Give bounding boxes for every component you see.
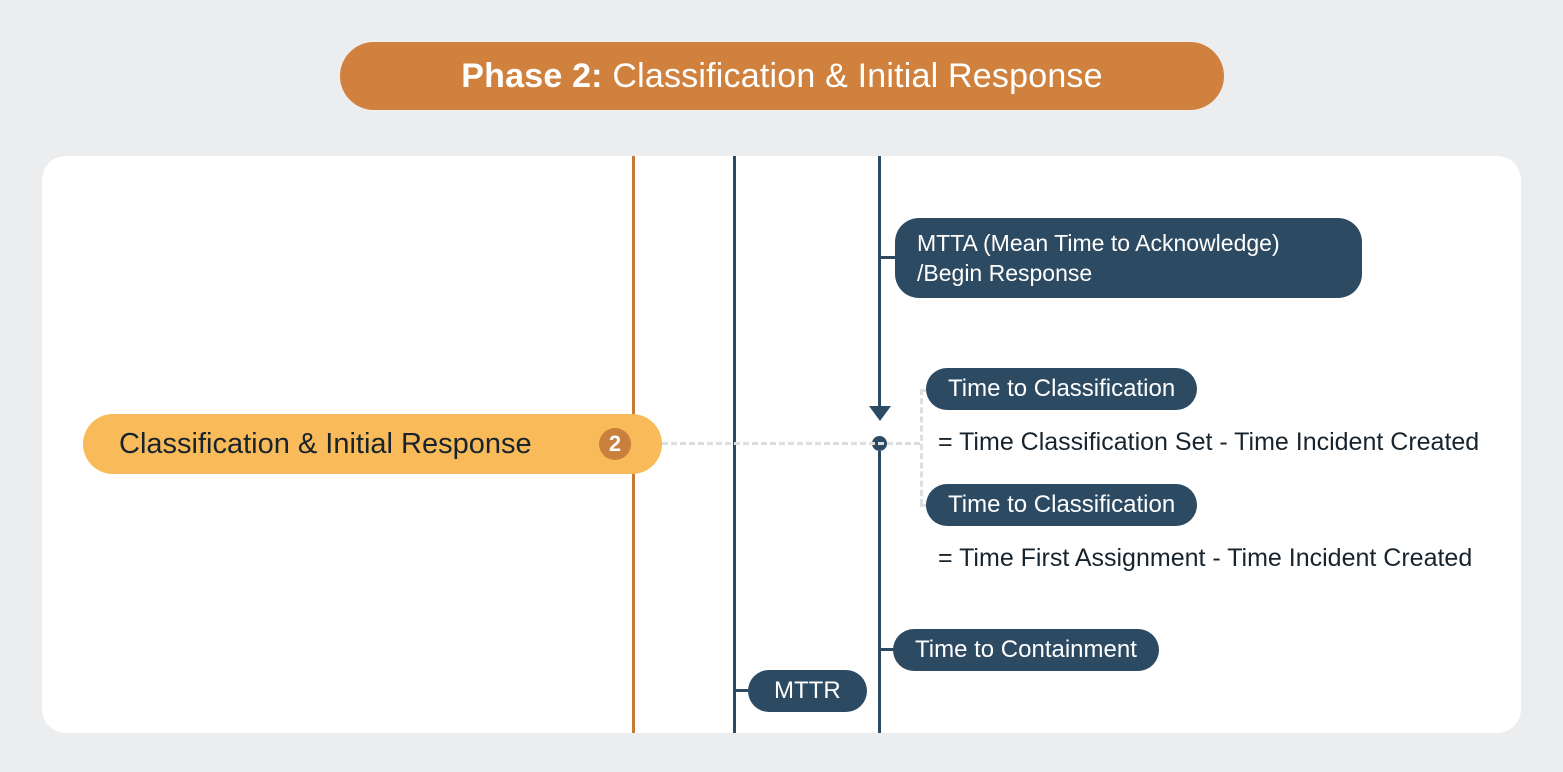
node-time-to-classification-1: Time to Classification: [926, 368, 1198, 410]
node-time-to-classification-2: Time to Classification: [926, 484, 1198, 526]
node-mtta: MTTA (Mean Time to Acknowledge) /Begin R…: [895, 218, 1362, 298]
dashed-connector-main: [662, 442, 920, 445]
diagram-card: MTTA (Mean Time to Acknowledge) /Begin R…: [42, 156, 1521, 733]
node-time-to-containment-label: Time to Containment: [915, 636, 1137, 663]
node-phase-main-label: Classification & Initial Response: [119, 427, 532, 460]
phase-header-title: Classification & Initial Response: [602, 56, 1103, 95]
phase-header-label: Phase 2:: [461, 56, 603, 95]
node-mttr-label: MTTR: [774, 677, 841, 704]
formula-classification-set: = Time Classification Set - Time Inciden…: [938, 428, 1480, 456]
connector-mttr: [733, 689, 751, 692]
node-phase-main: Classification & Initial Response 2: [83, 414, 662, 474]
dashed-connector-stub-bottom: [920, 504, 930, 507]
connector-containment: [878, 648, 896, 651]
node-mtta-line2: /Begin Response: [917, 260, 1093, 286]
arrow-down-icon: [869, 406, 891, 421]
node-mtta-line1: MTTA (Mean Time to Acknowledge): [917, 230, 1280, 256]
connector-mtta: [878, 256, 898, 259]
phase-number-badge: 2: [599, 428, 631, 460]
formula-first-assignment: = Time First Assignment - Time Incident …: [938, 544, 1473, 572]
node-time-to-containment: Time to Containment: [893, 629, 1159, 671]
timeline-line-mtta-upper: [878, 156, 881, 408]
phase-header-pill: Phase 2: Classification & Initial Respon…: [340, 42, 1224, 110]
node-time-to-classification-2-label: Time to Classification: [948, 491, 1176, 518]
node-time-to-classification-1-label: Time to Classification: [948, 375, 1176, 402]
dashed-connector-bracket: [920, 389, 923, 505]
node-mttr: MTTR: [748, 670, 867, 712]
timeline-line-mtta-lower: [878, 451, 881, 733]
dashed-connector-stub-top: [920, 389, 930, 392]
